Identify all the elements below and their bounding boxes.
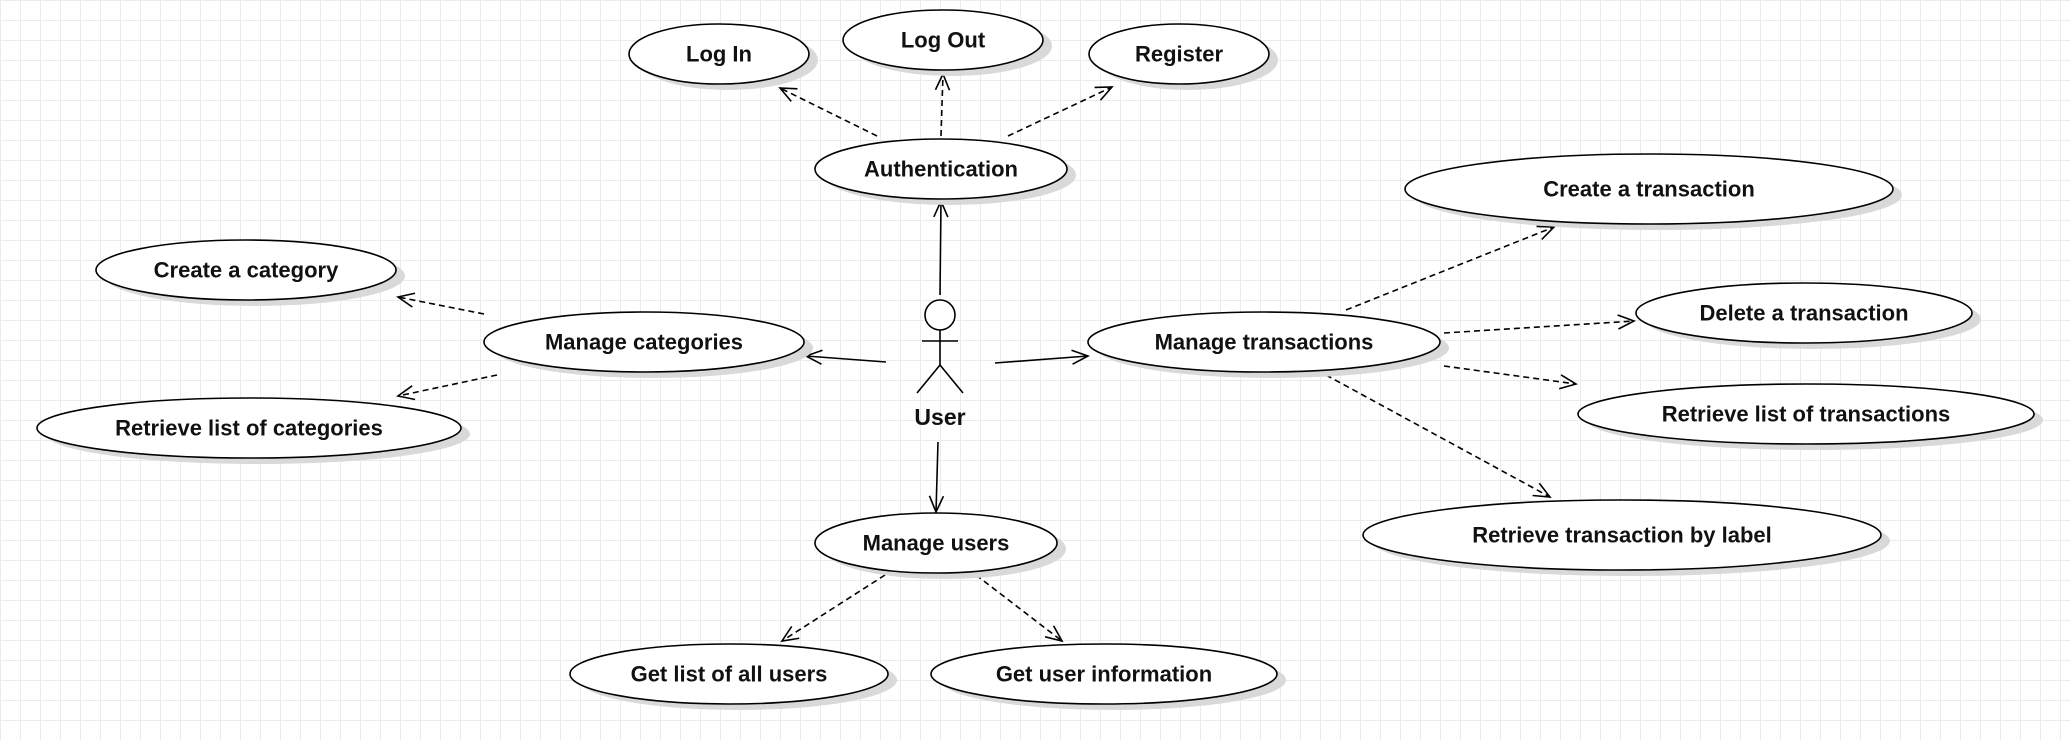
use-case-get-user-info[interactable]: Get user information: [930, 643, 1286, 710]
use-case-label: Authentication: [864, 157, 1018, 182]
use-case-register[interactable]: Register: [1088, 23, 1278, 90]
assoc-actor-authentication: [933, 199, 949, 296]
dep-transactions-retrieve-list: [1443, 365, 1578, 390]
use-case-label: Manage users: [863, 531, 1010, 556]
stick-figure-icon: [916, 299, 964, 394]
use-case-authentication[interactable]: Authentication: [814, 138, 1076, 205]
dep-transactions-delete: [1443, 314, 1636, 334]
use-case-label: Log Out: [901, 28, 986, 53]
use-case-label: Retrieve list of categories: [115, 416, 383, 441]
assoc-actor-manage-categories: [804, 349, 887, 365]
use-case-label: Manage categories: [545, 330, 743, 355]
use-case-log-in[interactable]: Log In: [628, 23, 818, 90]
assoc-actor-manage-transactions: [994, 349, 1090, 365]
use-case-retrieve-transactions[interactable]: Retrieve list of transactions: [1577, 383, 2043, 450]
dep-users-get-info: [975, 574, 1064, 643]
use-case-label: Retrieve list of transactions: [1662, 402, 1951, 427]
assoc-actor-manage-users: [928, 441, 945, 514]
actor-user[interactable]: User: [914, 299, 966, 430]
use-case-delete-transaction[interactable]: Delete a transaction: [1635, 282, 1981, 349]
use-case-manage-transactions[interactable]: Manage transactions: [1087, 311, 1449, 378]
use-case-label: Get list of all users: [631, 662, 828, 687]
use-case-manage-users[interactable]: Manage users: [814, 512, 1066, 579]
use-case-label: Manage transactions: [1155, 330, 1374, 355]
use-case-label: Register: [1135, 42, 1223, 67]
dep-authentication-log-in: [778, 87, 878, 137]
dep-users-get-all: [780, 574, 886, 643]
use-case-retrieve-categories[interactable]: Retrieve list of categories: [36, 397, 470, 464]
actor-label: User: [914, 404, 965, 430]
dep-categories-create: [396, 292, 485, 315]
dep-categories-retrieve: [396, 374, 498, 401]
dep-transactions-retrieve-label: [1325, 374, 1552, 498]
use-case-label: Log In: [686, 42, 752, 67]
dep-authentication-register: [1007, 86, 1114, 137]
use-case-label: Retrieve transaction by label: [1472, 523, 1772, 548]
use-case-label: Delete a transaction: [1699, 301, 1908, 326]
use-case-create-transaction[interactable]: Create a transaction: [1404, 153, 1902, 230]
dep-transactions-create: [1345, 225, 1556, 311]
use-case-label: Get user information: [996, 662, 1212, 687]
use-case-get-all-users[interactable]: Get list of all users: [569, 643, 897, 710]
use-case-create-category[interactable]: Create a category: [95, 239, 405, 306]
use-case-label: Create a category: [154, 258, 339, 283]
use-case-retrieve-by-label[interactable]: Retrieve transaction by label: [1362, 499, 1890, 576]
use-case-label: Create a transaction: [1543, 177, 1755, 202]
use-case-manage-categories[interactable]: Manage categories: [483, 311, 813, 378]
connectors: [396, 72, 1636, 643]
use-case-log-out[interactable]: Log Out: [842, 9, 1052, 76]
dep-authentication-log-out: [934, 72, 951, 137]
